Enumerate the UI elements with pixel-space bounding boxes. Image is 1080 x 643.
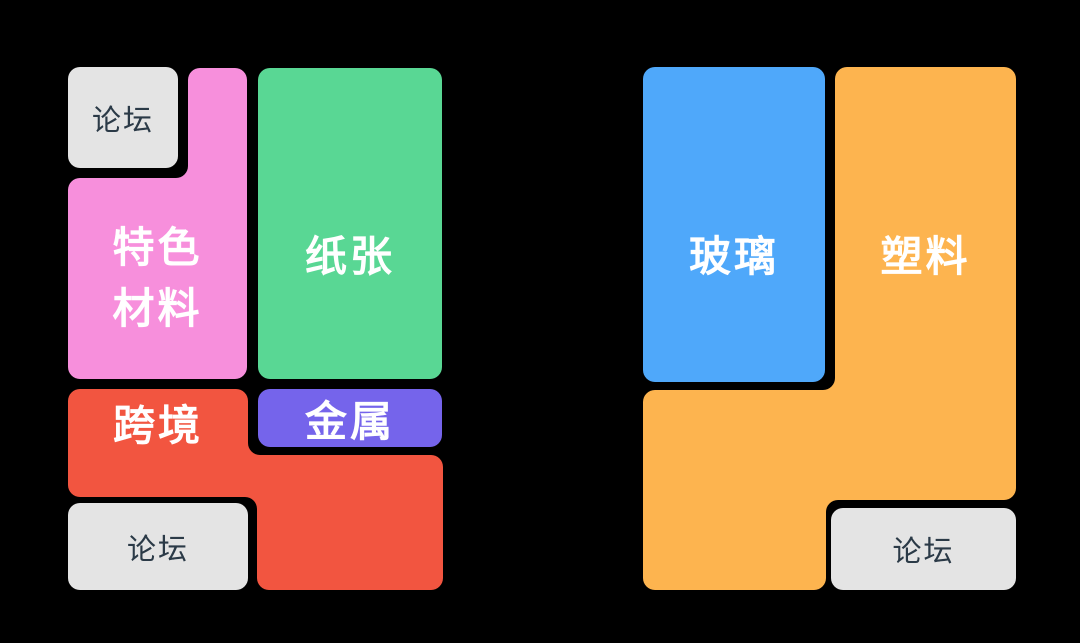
cross-border-zone bbox=[68, 389, 443, 590]
glass-zone bbox=[643, 67, 825, 382]
plastic-zone bbox=[643, 67, 1016, 590]
forum-bottom-left-zone bbox=[68, 503, 248, 590]
special-materials-zone bbox=[68, 68, 247, 379]
paper-zone bbox=[258, 68, 442, 379]
forum-bottom-right-zone bbox=[831, 508, 1016, 590]
forum-top-left-zone bbox=[68, 67, 178, 168]
metal-zone bbox=[258, 389, 442, 447]
